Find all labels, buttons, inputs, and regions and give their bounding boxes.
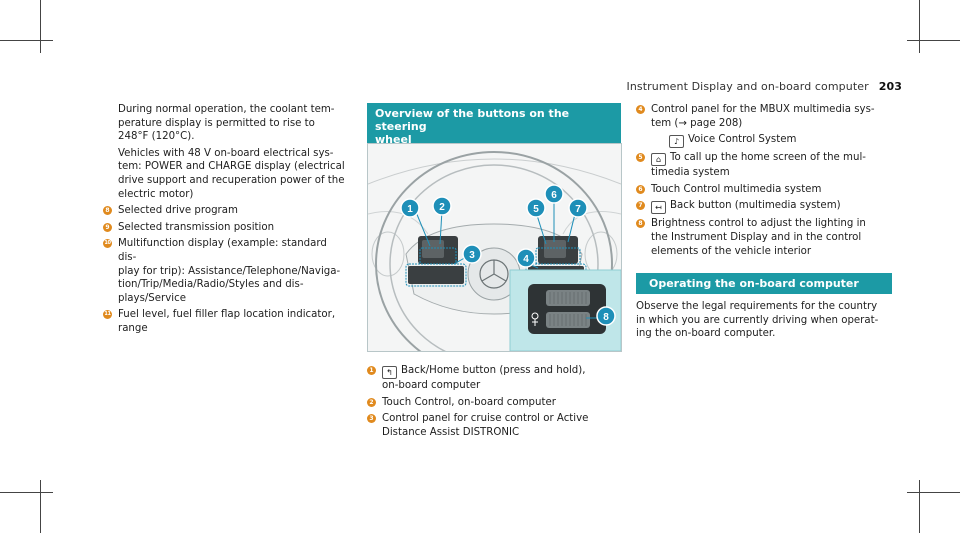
crop-mark bbox=[919, 0, 920, 53]
figure-callouts: 1 2 3 4 5 6 7 8 bbox=[400, 184, 616, 326]
operating-paragraph: Observe the legal requirements for the c… bbox=[636, 300, 892, 341]
text-line: Back button (multimedia system) bbox=[670, 200, 841, 212]
text-line: ing the on-board computer. bbox=[636, 328, 776, 340]
crop-mark bbox=[40, 0, 41, 53]
middle-list: 1 ↰ Back/Home button (press and hold), on… bbox=[367, 364, 621, 442]
list-item: 8 Selected drive program bbox=[103, 204, 345, 218]
item-number: 6 bbox=[636, 184, 645, 194]
text-line: Back/Home button (press and hold), bbox=[401, 365, 586, 376]
item-number: 2 bbox=[367, 397, 376, 407]
crop-mark bbox=[907, 492, 960, 493]
text-line: Vehicles with 48 V on-board electrical s… bbox=[118, 147, 334, 159]
text-line: drive support and recuperation power of … bbox=[118, 174, 345, 186]
text-line: elements of the vehicle interior bbox=[651, 245, 812, 257]
heading-line: Overview of the buttons on the steering bbox=[375, 107, 570, 133]
item-number: 11 bbox=[103, 310, 112, 320]
right-column: 4 Control panel for the MBUX multimedia … bbox=[636, 103, 892, 344]
text-line: Observe the legal requirements for the c… bbox=[636, 301, 878, 313]
list-item: 6 Touch Control multimedia system bbox=[636, 183, 892, 197]
text-line: Brightness control to adjust the lightin… bbox=[651, 218, 866, 230]
steering-wheel-figure: 1 2 3 4 5 6 7 8 bbox=[367, 143, 622, 377]
text-line: electric motor) bbox=[118, 188, 194, 200]
callout-4: 4 bbox=[523, 254, 529, 265]
text-line: To call up the home screen of the mul- bbox=[670, 152, 866, 164]
back-home-icon: ↰ bbox=[382, 366, 397, 379]
text-line: on-board computer bbox=[382, 380, 481, 391]
text-line: range bbox=[118, 322, 148, 334]
callout-2: 2 bbox=[439, 202, 445, 213]
crop-mark bbox=[0, 492, 53, 493]
middle-column: Overview of the buttons on the steering … bbox=[367, 103, 621, 150]
list-item: 3 Control panel for cruise control or Ac… bbox=[367, 412, 621, 439]
text-line: Touch Control multimedia system bbox=[651, 183, 822, 195]
list-item: 10 Multifunction display (example: stand… bbox=[103, 237, 345, 305]
callout-6: 6 bbox=[551, 190, 557, 201]
list-item: 8 Brightness control to adjust the light… bbox=[636, 217, 892, 258]
text-line: Multifunction display (example: standard… bbox=[118, 238, 327, 263]
left-column: During normal operation, the coolant tem… bbox=[103, 103, 345, 339]
text-line: plays/Service bbox=[118, 292, 186, 304]
item-number: 8 bbox=[636, 219, 645, 229]
item-number: 8 bbox=[103, 206, 112, 216]
callout-8: 8 bbox=[603, 312, 609, 323]
list-item: 5 ⌂ To call up the home screen of the mul… bbox=[636, 151, 892, 180]
callout-7: 7 bbox=[575, 204, 581, 215]
item-number: 7 bbox=[636, 201, 645, 211]
crop-mark bbox=[919, 480, 920, 533]
text-line: timedia system bbox=[651, 167, 730, 179]
list-item: ♪ Voice Control System bbox=[636, 133, 892, 149]
text-line: Selected drive program bbox=[118, 205, 238, 217]
electrical-paragraph: Vehicles with 48 V on-board electrical s… bbox=[103, 147, 345, 201]
list-item: 1 ↰ Back/Home button (press and hold), on… bbox=[367, 364, 621, 393]
text-line: Fuel level, fuel filler flap location in… bbox=[118, 309, 336, 321]
crop-mark bbox=[907, 40, 960, 41]
voice-control-icon: ♪ bbox=[669, 135, 684, 149]
touch-control-icon bbox=[531, 312, 539, 326]
callout-1: 1 bbox=[407, 204, 413, 215]
text-line: Control panel for cruise control or Acti… bbox=[382, 413, 589, 425]
callout-3: 3 bbox=[469, 250, 475, 261]
list-item: 2 Touch Control, on-board computer bbox=[367, 396, 621, 410]
text-line: tem: POWER and CHARGE display (electrica… bbox=[118, 161, 345, 173]
list-item: 11 Fuel level, fuel filler flap location… bbox=[103, 308, 345, 335]
item-number: 3 bbox=[367, 414, 376, 424]
callout-5: 5 bbox=[533, 204, 539, 215]
steering-wheel-illustration: 1 2 3 4 5 6 7 8 bbox=[367, 144, 622, 377]
text-line: play for trip): Assistance/Telephone/Nav… bbox=[118, 265, 341, 277]
header-title: Instrument Display and on-board computer bbox=[626, 80, 869, 93]
crop-mark bbox=[0, 40, 53, 41]
text-line: in which you are currently driving when … bbox=[636, 314, 879, 326]
text-line: Control panel for the MBUX multimedia sy… bbox=[651, 104, 875, 115]
text-line: Selected transmission position bbox=[118, 221, 275, 233]
text-line: Voice Control System bbox=[688, 134, 797, 146]
back-icon: ↤ bbox=[651, 201, 666, 215]
text-line: tem (→ page 208) bbox=[651, 117, 743, 129]
item-number: 5 bbox=[636, 153, 645, 163]
item-number: 1 bbox=[367, 366, 376, 375]
heading-line: wheel bbox=[375, 133, 412, 146]
item-number: 4 bbox=[636, 105, 645, 114]
page-number: 203 bbox=[878, 80, 902, 93]
list-item: 9 Selected transmission position bbox=[103, 221, 345, 235]
text-line: Touch Control, on-board computer bbox=[382, 396, 556, 408]
text-line: perature display is permitted to rise to bbox=[118, 117, 315, 129]
section-heading: Overview of the buttons on the steering … bbox=[367, 103, 621, 150]
intro-paragraph: During normal operation, the coolant tem… bbox=[103, 103, 345, 144]
text-line: 248°F (120°C). bbox=[118, 131, 195, 143]
home-icon: ⌂ bbox=[651, 153, 666, 167]
text-line: the Instrument Display and in the contro… bbox=[651, 231, 862, 243]
item-number: 9 bbox=[103, 222, 112, 232]
text-line: Distance Assist DISTRONIC bbox=[382, 426, 520, 438]
section-heading: Operating the on-board computer bbox=[636, 273, 892, 295]
text-line: During normal operation, the coolant tem… bbox=[118, 104, 335, 115]
text-line: tion/Trip/Media/Radio/Styles and dis- bbox=[118, 279, 304, 291]
list-item: 7 ↤ Back button (multimedia system) bbox=[636, 199, 892, 215]
item-number: 10 bbox=[103, 239, 112, 249]
page-header: Instrument Display and on-board computer… bbox=[626, 80, 902, 93]
list-item: 4 Control panel for the MBUX multimedia … bbox=[636, 103, 892, 130]
crop-mark bbox=[40, 480, 41, 533]
